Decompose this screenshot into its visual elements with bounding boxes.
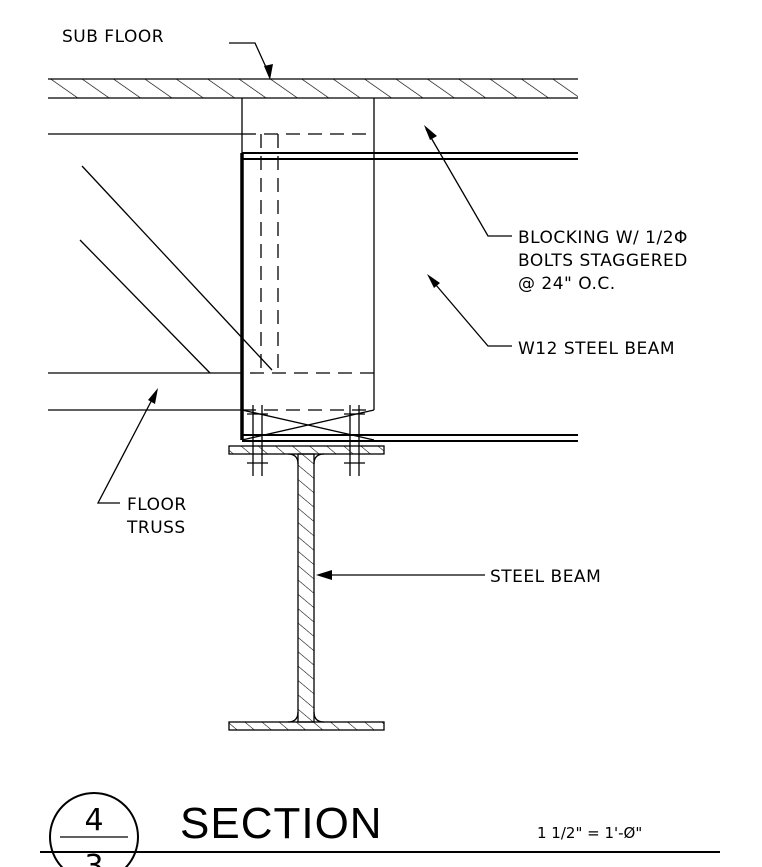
floor-truss-label-line2: TRUSS [126,518,186,538]
section-title: SECTION [180,799,383,848]
leaders [96,42,512,580]
floor-truss [48,133,273,411]
blocking-label-line2: BOLTS STAGGERED [518,251,688,271]
bolts [241,405,375,476]
steel-beam-section [228,445,385,731]
blocking-label-line3: @ 24" O.C. [518,274,616,294]
sub-floor-label: SUB FLOOR [62,27,164,47]
floor-truss-label-line1: FLOOR [127,495,187,515]
steel-beam-label: STEEL BEAM [490,567,601,587]
blocking-label-line1: BLOCKING W/ 1/2Φ [518,228,688,248]
w12-steel-beam [240,152,578,442]
sheet-number: 3 [84,849,103,867]
title-block: 4 3 SECTION 1 1/2" = 1'-Ø" [40,792,720,867]
sub-floor [48,78,578,99]
section-bubble [49,792,139,867]
scale-label: 1 1/2" = 1'-Ø" [537,824,642,842]
section-number: 4 [84,803,103,838]
blocking [241,98,375,411]
w12-beam-label: W12 STEEL BEAM [518,339,675,359]
